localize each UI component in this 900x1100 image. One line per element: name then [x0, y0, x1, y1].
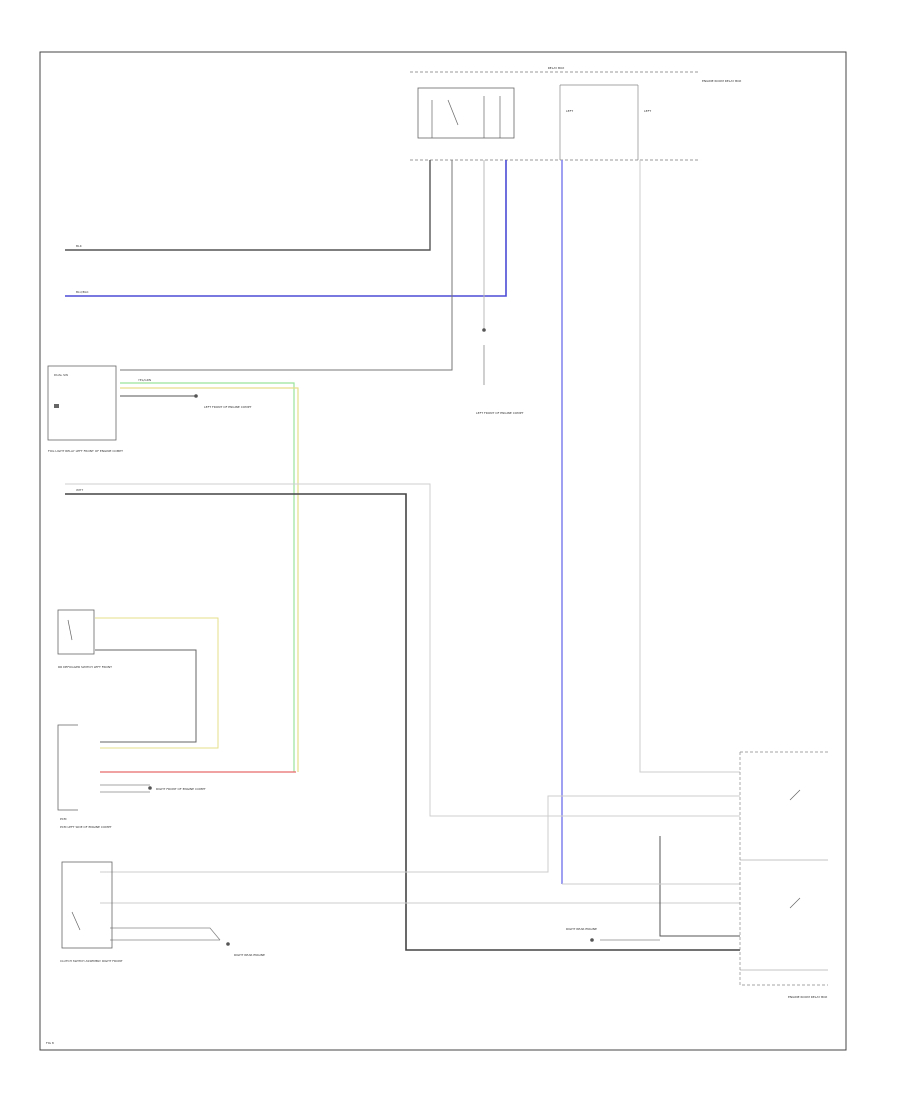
wire-defog-yel	[95, 617, 219, 749]
fuse-left-label: LEFT	[566, 109, 573, 113]
ground-c-icon	[148, 786, 152, 790]
component-c-bracket	[57, 724, 78, 811]
ground-a-label: LEFT FRONT OF ENGINE COMPT	[204, 405, 252, 409]
component-e: ENGINE ROOM RELAY BOX	[739, 751, 828, 999]
wire-defog-blk	[95, 649, 197, 743]
horn-ground-label: LEFT FRONT OF ENGINE COMPT	[476, 411, 524, 415]
wire-label-blu: BLU/BLK	[76, 290, 90, 294]
component-b-box	[57, 609, 95, 655]
component-e-switch-2	[789, 897, 801, 909]
component-b-caption: RR DEFOGGER SWITCH LEFT FRONT	[58, 665, 112, 669]
component-a-label: DUAL SW	[54, 373, 68, 377]
component-d-switch	[71, 911, 81, 931]
component-b-switch	[67, 619, 73, 641]
component-d: CLUTCH SWITCH ASSEMBLY RIGHT FRONT RIGHT…	[60, 861, 265, 963]
component-e-caption: ENGINE ROOM RELAY BOX	[788, 995, 827, 999]
component-d-caption: CLUTCH SWITCH ASSEMBLY RIGHT FRONT	[60, 959, 123, 963]
ground-c-label: RIGHT FRONT OF ENGINE COMPT	[156, 787, 206, 791]
wire-relay-comp-a	[120, 160, 453, 371]
component-d-box	[61, 861, 113, 949]
relay-symbol	[417, 87, 515, 139]
component-a-box	[47, 365, 117, 441]
wire-blk-top	[65, 160, 431, 251]
wires	[65, 160, 740, 951]
component-c-label: PCM	[60, 817, 67, 821]
component-a-terminal	[54, 404, 59, 408]
component-a: DUAL SW FOG LIGHT RELAY LEFT FRONT OF EN…	[47, 365, 252, 453]
relay-switch-arm	[447, 99, 459, 126]
horn-ground: LEFT FRONT OF ENGINE COMPT	[476, 328, 524, 415]
ground-a-icon	[194, 394, 198, 398]
component-e-switch-1	[789, 789, 801, 801]
wire-clutch-1	[100, 795, 740, 873]
component-b: RR DEFOGGER SWITCH LEFT FRONT	[57, 609, 112, 669]
footer-label: FIG 8	[46, 1041, 54, 1045]
relay-box: RELAY BOX ENGINE ROOM RELAY BOX LEFT LEF…	[410, 66, 741, 161]
junction-label: RIGHT REAR ENGINE	[566, 927, 597, 931]
wire-label-yel-grn: YEL/GRN	[138, 378, 151, 382]
relay-box-title: RELAY BOX	[548, 66, 565, 70]
wire-grn	[120, 382, 295, 772]
ground-d-label: RIGHT REAR ENGINE	[234, 953, 265, 957]
wire-relay-e-1	[659, 836, 740, 937]
wire-label-blk: BLK	[76, 244, 83, 248]
component-c: PCM PCM LEFT SIDE OF ENGINE COMPT RIGHT …	[57, 724, 206, 829]
wire-yel	[120, 387, 299, 772]
wire-blk-mid	[65, 493, 740, 951]
diagram-border	[39, 51, 847, 1051]
wire-label-wht: WHT	[76, 488, 83, 492]
component-e-outline	[739, 752, 828, 986]
wire-fuse-relay-e	[639, 160, 740, 773]
wire-clutch-3	[110, 927, 221, 941]
wire-gray-mid	[65, 483, 740, 817]
component-c-caption: PCM LEFT SIDE OF ENGINE COMPT	[60, 825, 112, 829]
ground-horn-icon	[482, 328, 486, 332]
fuse-right-label: LEFT	[644, 109, 651, 113]
ground-d-icon	[226, 942, 230, 946]
component-a-caption: FOG LIGHT RELAY LEFT FRONT OF ENGINE COM…	[48, 449, 123, 453]
wire-blu-top	[65, 160, 507, 297]
relay-box-side-label: ENGINE ROOM RELAY BOX	[702, 79, 741, 83]
junction-icon	[590, 938, 594, 942]
